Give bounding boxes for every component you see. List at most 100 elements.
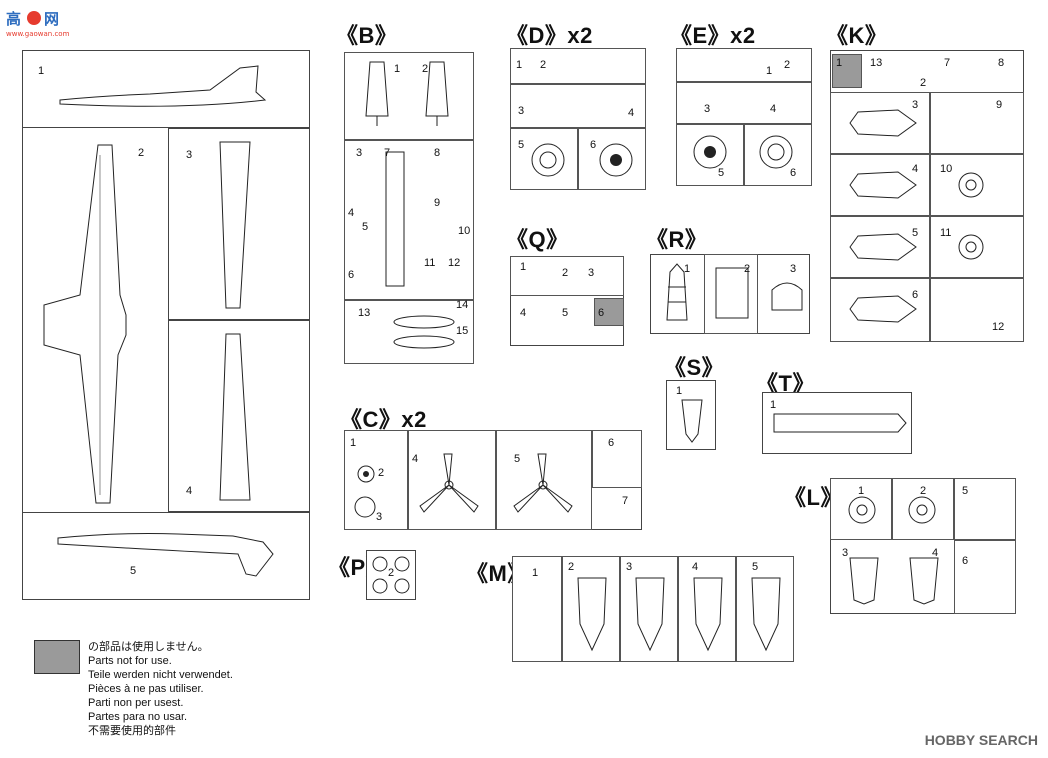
sheet-k-cell: [830, 92, 930, 154]
svg-text:高: 高: [6, 10, 21, 28]
part-label: 2: [920, 77, 927, 89]
part-label: 2: [378, 467, 385, 479]
unused-part-marker: [594, 298, 624, 326]
part-label: 12: [992, 321, 1005, 333]
legend-swatch: [34, 640, 80, 674]
part-label: 6: [608, 437, 615, 449]
part-label: 3: [626, 561, 633, 573]
part-label: 10: [458, 225, 471, 237]
ring-part: [908, 496, 936, 524]
sheet-e-cell: [676, 48, 812, 82]
part-label: 9: [996, 99, 1003, 111]
part-label: 3: [588, 267, 595, 279]
sheet-l-cell: [954, 478, 1016, 540]
sheet-d-cell: [510, 128, 578, 190]
sheet-b-cell-1: [344, 52, 474, 140]
nacelle-part: [693, 577, 723, 652]
part-label: 5: [362, 221, 369, 233]
ring-part: [958, 172, 984, 198]
part-label: 11: [940, 227, 952, 239]
part-label: 13: [358, 307, 371, 319]
canopy-part: [715, 267, 749, 319]
part-label: 3: [186, 149, 193, 161]
sheet-a-mid-right-2: [168, 320, 310, 512]
part-label: 8: [998, 57, 1005, 69]
sheet-c-cell: [496, 430, 592, 530]
part-label: 4: [348, 207, 355, 219]
part-label: 9: [434, 197, 441, 209]
legend-line: 不需要使用的部件: [88, 725, 176, 737]
sheet-r-cell: [704, 254, 758, 334]
part-label: 11: [424, 257, 436, 269]
sheet-t-title: 《T》: [756, 371, 815, 396]
hobby-search-watermark: HOBBY SEARCH: [924, 732, 1038, 748]
sheet-a-mid-right: [168, 128, 310, 320]
tailplane-part-4: [219, 333, 251, 501]
part-label: 3: [912, 99, 919, 111]
part-label: 1: [532, 567, 539, 579]
part-label: 4: [932, 547, 939, 559]
sheet-a-top-cell: [22, 50, 310, 128]
sheet-k-cell: [830, 154, 930, 216]
part-label: 1: [836, 57, 843, 69]
tailplane-part-3: [219, 141, 251, 309]
engine-part: [693, 135, 727, 169]
part-label: 4: [770, 103, 777, 115]
ring-part: [848, 496, 876, 524]
part-label: 8: [434, 147, 441, 159]
cowling-part: [849, 171, 917, 199]
part-label: 1: [38, 65, 45, 77]
part-label: 2: [540, 59, 547, 71]
fuselage-left-part: [59, 65, 267, 107]
canopy-part: [771, 282, 803, 311]
nacelle-part: [635, 577, 665, 652]
part-label: 4: [186, 485, 193, 497]
part-label: 1: [516, 59, 523, 71]
sheet-l-cell: [830, 478, 892, 540]
part-label: 13: [870, 57, 883, 69]
part-label: 3: [376, 511, 383, 523]
legend-line: Teile werden nicht verwendet.: [88, 669, 233, 681]
part-label: 12: [448, 257, 461, 269]
part-label: 5: [718, 167, 725, 179]
legend-line: Parti non per usest.: [88, 697, 184, 709]
part-label: 1: [684, 263, 691, 275]
sheet-p-frame: [366, 550, 416, 600]
sheet-c-cell: [408, 430, 496, 530]
part-label: 7: [384, 147, 391, 159]
sheet-k-cell: [930, 154, 1024, 216]
sheet-b-cell-3: [344, 300, 474, 364]
part-label: 5: [130, 565, 137, 577]
sheet-b-cell-2: [344, 140, 474, 300]
sheet-k-cell: [930, 278, 1024, 342]
part-label: 4: [520, 307, 527, 319]
legend-line: の部品は使用しません。: [88, 641, 209, 653]
part-label: 6: [348, 269, 355, 281]
part-label: 7: [622, 495, 629, 507]
sheet-d-cell: [510, 84, 646, 128]
wheel-part: [759, 135, 793, 169]
cowling-part: [849, 295, 917, 323]
sheet-c-cell: [592, 430, 642, 488]
cowl-flap-part: [909, 557, 939, 605]
fuselage-right-part: [57, 533, 274, 577]
sheet-m-cell: [512, 556, 562, 662]
sheet-m-cell: [562, 556, 620, 662]
part-label: 5: [912, 227, 919, 239]
sheet-s-title: 《S》: [664, 355, 725, 380]
part-label: 4: [692, 561, 699, 573]
sheet-q-title: 《Q》: [506, 227, 569, 252]
part-label: 7: [944, 57, 951, 69]
part-label: 3: [704, 103, 711, 115]
sheet-d-cell: [510, 48, 646, 84]
sheet-k-title: 《K》: [826, 23, 888, 48]
legend-line: Parts not for use.: [88, 655, 172, 667]
propeller-part: [513, 453, 573, 513]
sheet-d-title: 《D》x2: [506, 23, 593, 48]
part-label: 1: [350, 437, 357, 449]
sheet-t-frame: [762, 392, 912, 454]
windscreen-part: [681, 399, 703, 443]
watermark-logo: 高 网 www.gaowan.com: [6, 8, 72, 40]
sheet-m-cell: [736, 556, 794, 662]
wheel-part: [531, 143, 565, 177]
